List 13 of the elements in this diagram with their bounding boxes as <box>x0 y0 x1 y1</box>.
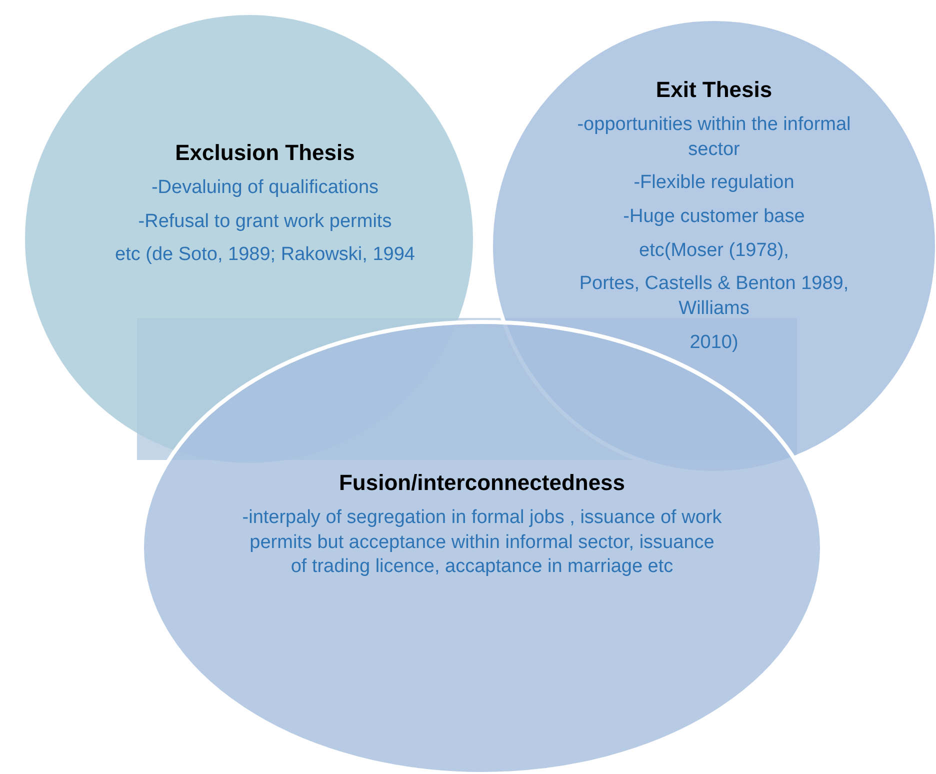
heading: Exclusion Thesis <box>174 140 356 166</box>
body-text: -Refusal to grant work permits <box>137 210 393 234</box>
body-text: -Devaluing of qualifications <box>150 176 380 200</box>
body-text: Portes, Castells & Benton 1989, Williams <box>578 272 850 322</box>
body-text: -Flexible regulation <box>632 171 796 196</box>
body-text: -Huge customer base <box>622 205 806 230</box>
heading: Fusion/interconnectedness <box>338 470 626 496</box>
body-text: etc (de Soto, 1989; Rakowski, 1994 <box>114 243 416 268</box>
body-text: -opportunities within the informal sector <box>576 113 852 162</box>
body-text: 2010) <box>688 330 740 355</box>
body-text: -interpaly of segregation in formal jobs , issuance of work permits but acceptance within informal sector, issuance of trading licence, accaptance in marriage etc <box>241 506 723 580</box>
body-text: etc(Moser (1978), <box>638 238 790 263</box>
heading: Exit Thesis <box>654 77 774 103</box>
